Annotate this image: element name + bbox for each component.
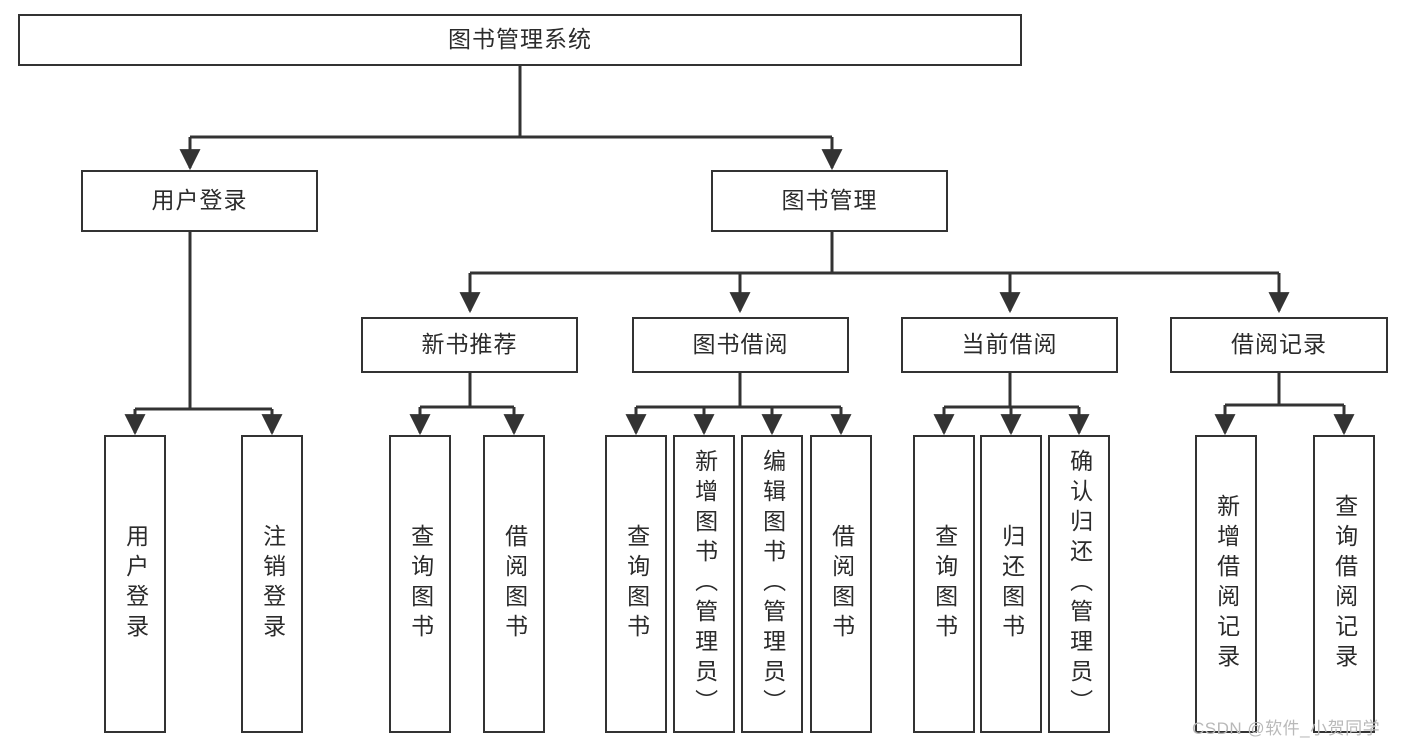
node-leaf-add-book[interactable]: 新增图书（管理员） (673, 435, 735, 733)
node-leaf-user-login-label: 用户登录 (122, 524, 149, 644)
node-leaf-query-book-3[interactable]: 查询图书 (913, 435, 975, 733)
node-leaf-confirm-return-label: 确认归还（管理员） (1066, 449, 1093, 719)
node-current-borrow-label: 当前借阅 (961, 331, 1058, 358)
node-root[interactable]: 图书管理系统 (18, 14, 1022, 66)
node-leaf-return-book-label: 归还图书 (998, 524, 1025, 644)
node-leaf-edit-book-label: 编辑图书（管理员） (759, 449, 786, 719)
node-new-book-recommend-label: 新书推荐 (421, 331, 518, 358)
csdn-watermark: CSDN @软件_小贺同学 (1192, 719, 1381, 738)
node-leaf-add-record-label: 新增借阅记录 (1213, 494, 1240, 674)
node-current-borrow[interactable]: 当前借阅 (901, 317, 1118, 373)
node-book-management[interactable]: 图书管理 (711, 170, 948, 232)
node-leaf-user-login[interactable]: 用户登录 (104, 435, 166, 733)
node-root-label: 图书管理系统 (448, 26, 592, 53)
node-leaf-query-book-1-label: 查询图书 (407, 524, 434, 644)
node-user-login[interactable]: 用户登录 (81, 170, 318, 232)
node-user-login-label: 用户登录 (151, 187, 248, 214)
node-leaf-query-book-2-label: 查询图书 (623, 524, 650, 644)
node-leaf-edit-book[interactable]: 编辑图书（管理员） (741, 435, 803, 733)
node-leaf-query-book-3-label: 查询图书 (931, 524, 958, 644)
node-leaf-query-book-1[interactable]: 查询图书 (389, 435, 451, 733)
node-leaf-confirm-return[interactable]: 确认归还（管理员） (1048, 435, 1110, 733)
node-book-borrow-label: 图书借阅 (692, 331, 789, 358)
node-leaf-return-book[interactable]: 归还图书 (980, 435, 1042, 733)
node-new-book-recommend[interactable]: 新书推荐 (361, 317, 578, 373)
node-leaf-borrow-book-2-label: 借阅图书 (828, 524, 855, 644)
node-leaf-query-record-label: 查询借阅记录 (1331, 494, 1358, 674)
node-leaf-borrow-book-1-label: 借阅图书 (501, 524, 528, 644)
node-leaf-borrow-book-1[interactable]: 借阅图书 (483, 435, 545, 733)
node-leaf-borrow-book-2[interactable]: 借阅图书 (810, 435, 872, 733)
node-leaf-logout[interactable]: 注销登录 (241, 435, 303, 733)
node-leaf-add-book-label: 新增图书（管理员） (691, 449, 718, 719)
node-borrow-record-label: 借阅记录 (1231, 331, 1327, 358)
node-book-management-label: 图书管理 (781, 187, 878, 214)
node-leaf-add-record[interactable]: 新增借阅记录 (1195, 435, 1257, 733)
node-borrow-record[interactable]: 借阅记录 (1170, 317, 1388, 373)
node-leaf-logout-label: 注销登录 (259, 524, 286, 644)
node-leaf-query-book-2[interactable]: 查询图书 (605, 435, 667, 733)
node-book-borrow[interactable]: 图书借阅 (632, 317, 849, 373)
node-leaf-query-record[interactable]: 查询借阅记录 (1313, 435, 1375, 733)
